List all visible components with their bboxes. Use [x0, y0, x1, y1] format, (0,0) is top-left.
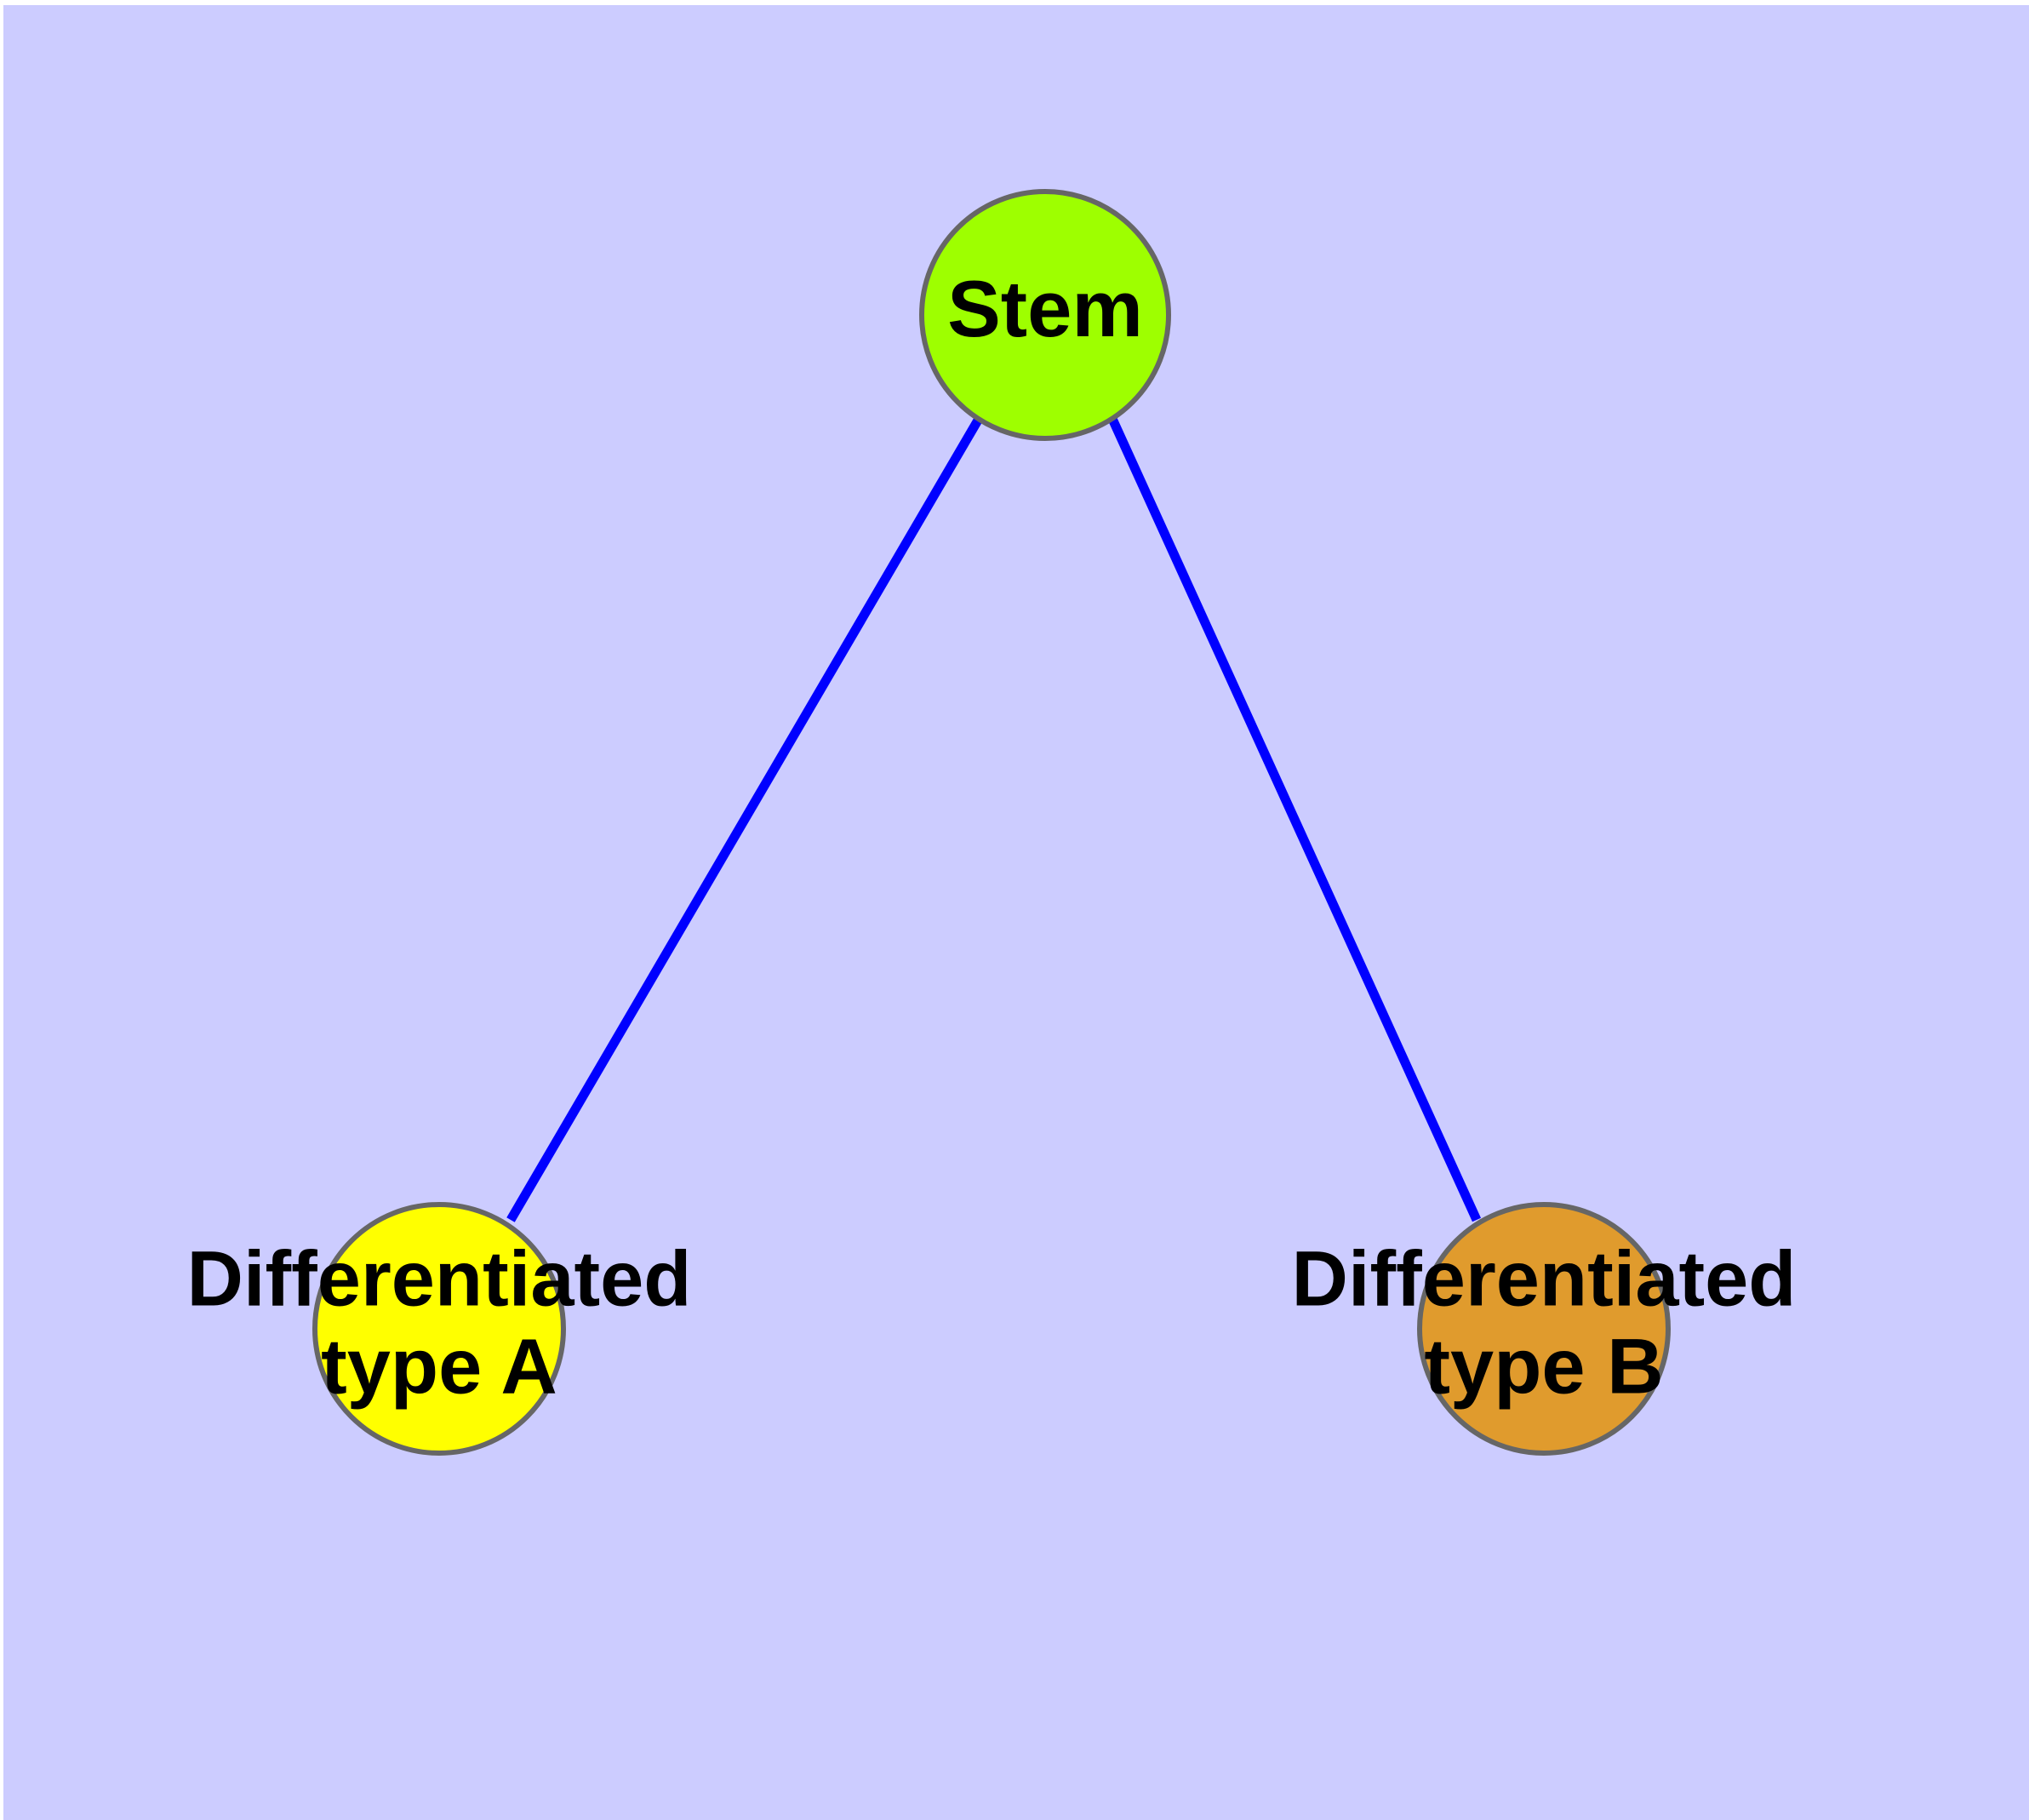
node-differentiated-type-b[interactable] — [1417, 1202, 1671, 1456]
node-label-line: Differentiated — [187, 1236, 692, 1323]
edge-stem-to-differentiated-type-a[interactable] — [506, 416, 983, 1222]
node-circle-differentiated-type-b[interactable] — [1417, 1202, 1671, 1456]
edge-stem-to-differentiated-type-b[interactable] — [1107, 416, 1482, 1222]
edge-layer — [506, 416, 1482, 1222]
node-label-line: Differentiated — [1292, 1236, 1797, 1323]
node-layer — [312, 189, 1671, 1456]
node-label-stem: Stem — [947, 264, 1143, 353]
node-stem[interactable] — [919, 189, 1171, 441]
node-label-line: type A — [321, 1324, 557, 1411]
node-circle-stem[interactable] — [919, 189, 1171, 441]
node-differentiated-type-a[interactable] — [312, 1202, 566, 1456]
node-label-line: type B — [1424, 1324, 1663, 1411]
node-label-line: Stem — [947, 264, 1143, 353]
node-circle-differentiated-type-a[interactable] — [312, 1202, 566, 1456]
